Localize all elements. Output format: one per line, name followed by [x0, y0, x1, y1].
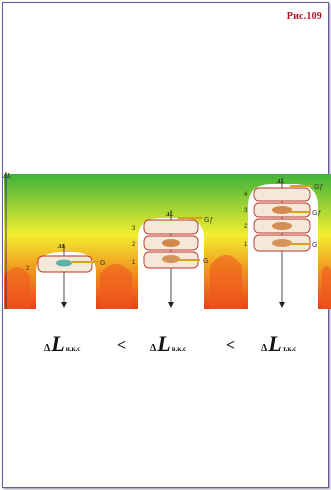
comparison-formula: Δ L н.к.с < Δ L в.к.с < Δ L т.к.с — [0, 333, 331, 365]
column-2-callout-1: Gƒ — [204, 217, 213, 224]
column-2-level-3: 3 — [132, 226, 136, 232]
term-3-delta: Δ — [261, 343, 268, 354]
column-3: Gƒ Gƒ G ΔL 4 3 2 1 — [244, 178, 323, 308]
column-1-top-label: ΔL — [57, 244, 66, 250]
term-3-symbol: L — [268, 331, 282, 356]
column-2-arrowhead — [168, 302, 174, 308]
column-2-cell-nucleus-b — [162, 255, 180, 263]
column-3-arrowhead — [279, 302, 285, 308]
column-2-cell-nucleus-a — [162, 239, 180, 247]
column-3-cell-nucleus-b — [272, 222, 292, 230]
column-3-level-1: 1 — [244, 242, 248, 248]
less-than-1: < — [117, 337, 127, 354]
column-3-cell-nucleus-c — [272, 239, 292, 247]
column-3-cell-1 — [253, 187, 311, 202]
column-1-level-1: 2 — [26, 266, 30, 272]
term-1-subscript: н.к.с — [65, 345, 81, 353]
column-3-level-2: 2 — [244, 224, 248, 230]
column-1-callout: G — [100, 260, 105, 267]
column-3-level-4: 4 — [244, 192, 248, 198]
y-axis-label: ΔL — [2, 172, 11, 180]
term-2: Δ L в.к.с — [150, 333, 186, 355]
column-2-level-1: 1 — [132, 260, 136, 266]
column-2-cell-top — [143, 219, 199, 235]
column-1-cell-nucleus — [56, 259, 72, 267]
column-2-top-label: ΔL — [165, 212, 174, 218]
column-3-top-label: ΔL — [276, 179, 285, 185]
term-3: Δ L т.к.с — [261, 333, 296, 355]
column-2-callout-2: G — [203, 258, 208, 265]
term-2-delta: Δ — [150, 343, 157, 354]
term-2-symbol: L — [157, 331, 171, 356]
term-3-subscript: т.к.с — [282, 345, 297, 353]
tooth-cavity-diagram: ΔL G ΔL 2 Gƒ G ΔL 3 2 1 — [2, 172, 331, 309]
column-3-callout-1: Gƒ — [314, 184, 323, 191]
column-3-callout-3: G — [312, 242, 317, 249]
column-2-level-2: 2 — [132, 242, 136, 248]
term-2-subscript: в.к.с — [171, 345, 187, 353]
column-1-arrowhead — [61, 302, 67, 308]
less-than-2: < — [226, 337, 236, 354]
column-3-callout-2: Gƒ — [312, 210, 321, 217]
term-1-delta: Δ — [44, 343, 51, 354]
column-2: Gƒ G ΔL 3 2 1 — [132, 210, 213, 308]
bump-left — [4, 267, 30, 309]
term-1: Δ L н.к.с — [44, 333, 80, 355]
column-3-cell-nucleus-a — [272, 206, 292, 214]
column-3-level-3: 3 — [244, 208, 248, 214]
column-1: G ΔL 2 — [26, 244, 105, 308]
bump-mid-2 — [210, 255, 242, 309]
figure-label: Рис.109 — [286, 11, 322, 22]
bump-mid-1 — [100, 264, 132, 309]
bump-right — [322, 266, 331, 309]
term-1-symbol: L — [51, 331, 65, 356]
